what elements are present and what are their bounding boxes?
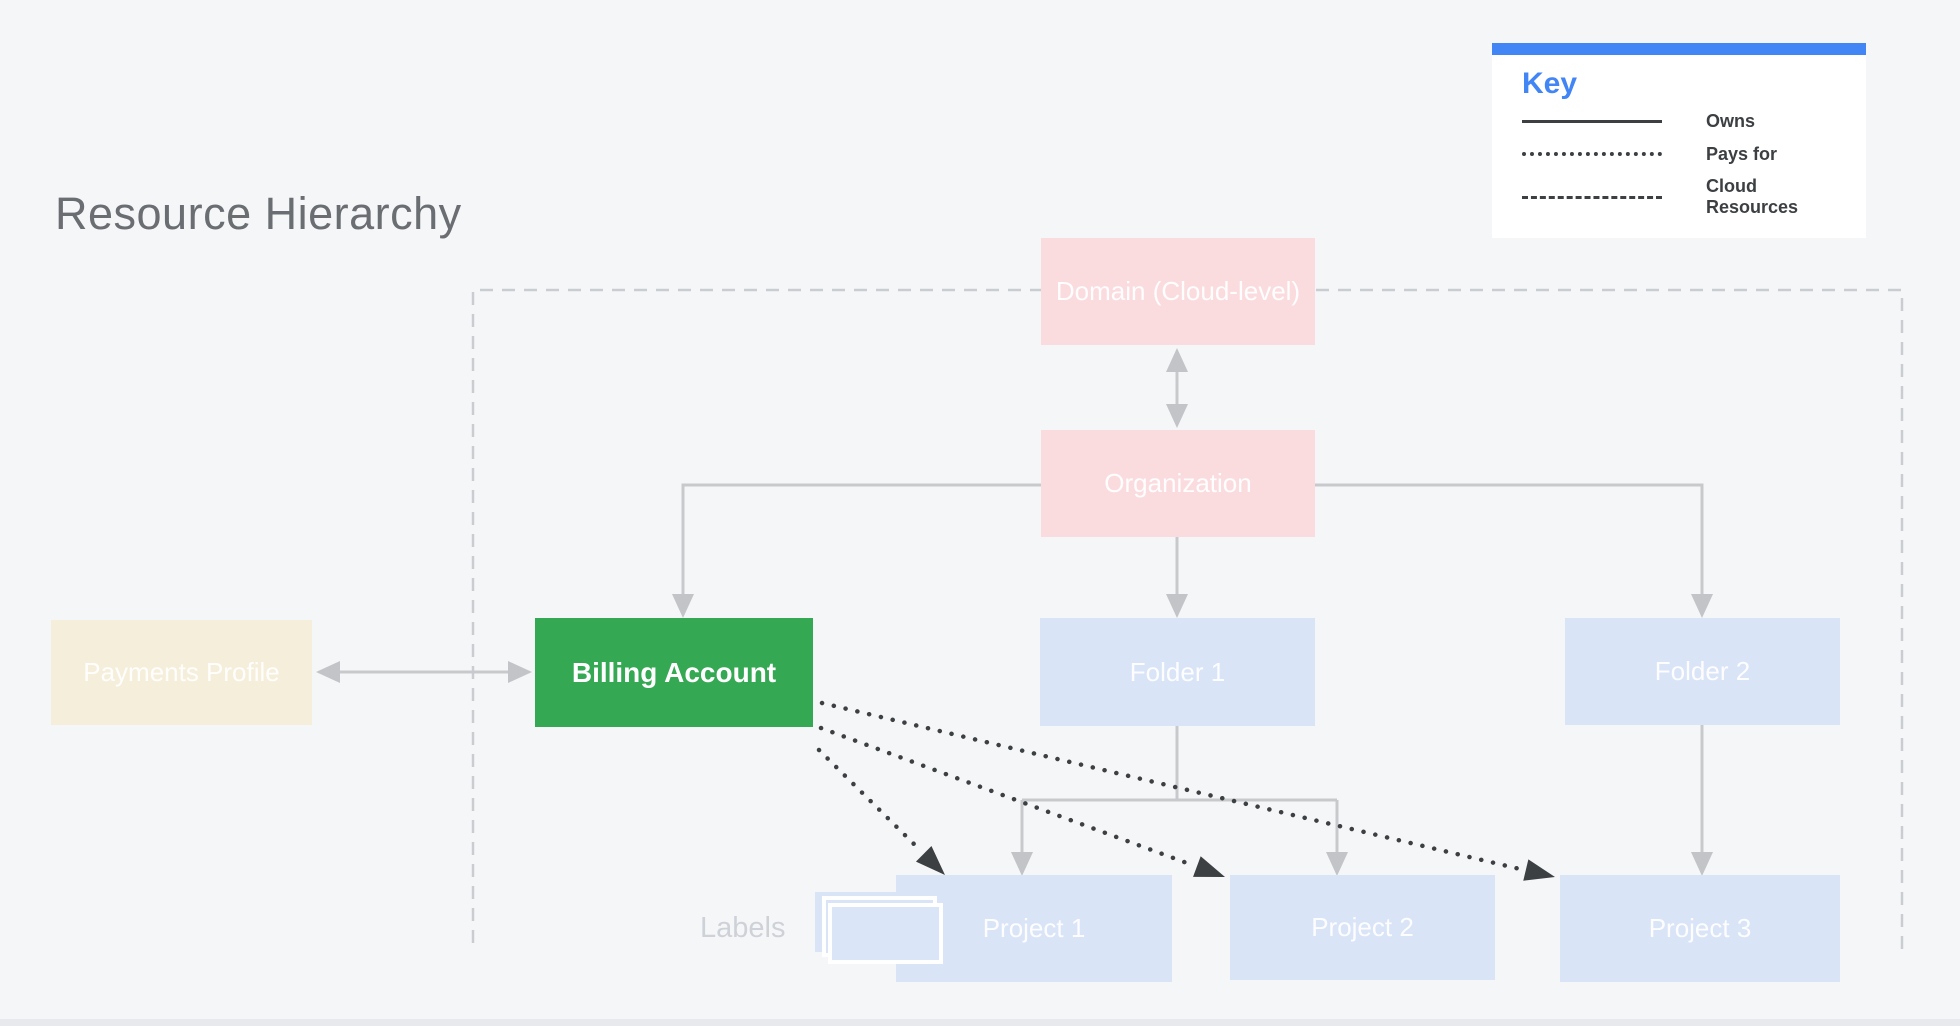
node-project-2-label: Project 2 bbox=[1311, 912, 1414, 942]
node-folder-2-label: Folder 2 bbox=[1654, 656, 1751, 686]
connector-org-folder2 bbox=[1315, 483, 1713, 618]
connector-org-billing bbox=[672, 483, 1041, 618]
connector-org-folder1 bbox=[1166, 537, 1188, 618]
legend-row-owns: Owns bbox=[1522, 111, 1846, 132]
node-project-3-label: Project 3 bbox=[1648, 913, 1752, 943]
node-domain: Domain (Cloud-level) bbox=[1041, 238, 1315, 345]
dotted-arrow-billing-project2 bbox=[818, 725, 1225, 877]
node-folder-1: Folder 1 bbox=[1040, 618, 1315, 726]
node-domain-label: Domain (Cloud-level) bbox=[1055, 276, 1301, 306]
legend-label-pays-for: Pays for bbox=[1706, 143, 1778, 164]
node-billing-account-label: Billing Account bbox=[571, 656, 777, 688]
node-organization: Organization bbox=[1041, 430, 1315, 537]
node-payments-profile: Payments Profile bbox=[51, 620, 312, 725]
page-title: Resource Hierarchy bbox=[55, 188, 462, 239]
dotted-arrow-billing-project3 bbox=[819, 700, 1555, 881]
arrow-payments-billing bbox=[316, 661, 532, 683]
node-folder-1-label: Folder 1 bbox=[1129, 656, 1226, 687]
legend-key-box: Key Owns Pays for Cloud Resources bbox=[1492, 43, 1866, 238]
legend-row-cloud-resources: Cloud Resources bbox=[1522, 176, 1846, 217]
dotted-arrow-billing-project1 bbox=[816, 747, 945, 875]
node-organization-label: Organization bbox=[1104, 468, 1252, 498]
connector-folder1-projects bbox=[1011, 726, 1348, 876]
node-project-1-label: Project 1 bbox=[982, 913, 1086, 943]
dotted-line-sample-icon bbox=[1522, 152, 1662, 157]
node-payments-profile-label: Payments Profile bbox=[83, 657, 280, 687]
label-card-front bbox=[828, 903, 943, 964]
bottom-edge-strip bbox=[0, 1019, 1960, 1026]
legend-label-cloud-resources: Cloud Resources bbox=[1706, 176, 1799, 218]
node-folder-2: Folder 2 bbox=[1565, 618, 1840, 725]
legend-title: Key bbox=[1522, 67, 1578, 100]
legend-row-pays-for: Pays for bbox=[1522, 144, 1846, 165]
legend-label-owns: Owns bbox=[1706, 111, 1756, 131]
node-billing-account: Billing Account bbox=[535, 618, 813, 727]
legend-body: Key Owns Pays for Cloud Resources bbox=[1492, 55, 1866, 238]
stacked-labels-cards-icon bbox=[815, 892, 945, 968]
node-project-3: Project 3 bbox=[1560, 875, 1840, 982]
node-project-2: Project 2 bbox=[1230, 875, 1495, 980]
arrow-domain-organization bbox=[1166, 348, 1188, 428]
connector-folder2-project3 bbox=[1691, 725, 1713, 876]
solid-line-sample-icon bbox=[1522, 119, 1662, 123]
labels-caption: Labels bbox=[700, 912, 786, 944]
dashed-line-sample-icon bbox=[1522, 195, 1662, 199]
legend-accent-bar bbox=[1492, 43, 1866, 55]
